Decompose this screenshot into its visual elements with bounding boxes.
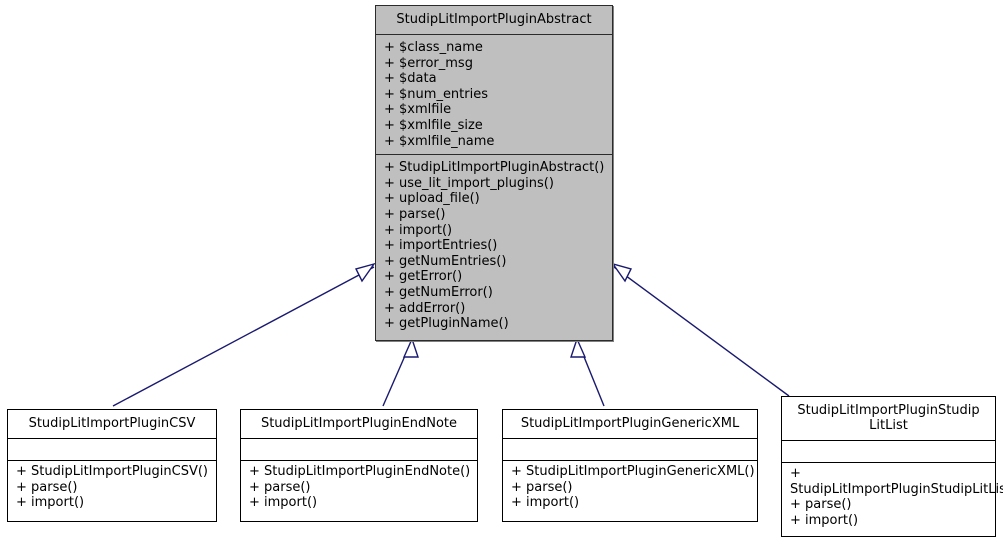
operation-item: + parse(): [384, 206, 446, 222]
operation-item: + StudipLitImportPluginGenericXML(): [511, 464, 755, 479]
inheritance-edge-studiplitlist: [611, 262, 790, 397]
operation-item: + getError(): [384, 269, 463, 285]
empty-attributes: [790, 444, 989, 458]
operation-item: + StudipLitImportPluginAbstract(): [384, 160, 605, 176]
operation-item: + use_lit_import_plugins(): [384, 175, 554, 191]
operation-item: + parse(): [16, 479, 78, 495]
operation-item: + StudipLitImportPluginEndNote(): [249, 464, 471, 479]
class-attributes-endnote: [241, 439, 477, 461]
class-attributes-abstract: + $class_name + $error_msg + $data + $nu…: [376, 35, 612, 156]
class-operations-studiplitlist: + StudipLitImportPluginStudipLitList() +…: [782, 463, 1003, 532]
inheritance-edge-csv: [112, 262, 376, 407]
class-box-genericxml[interactable]: StudipLitImportPluginGenericXML + Studip…: [502, 409, 758, 522]
attribute-item: + $xmlfile_size: [384, 117, 483, 133]
attribute-item: + $error_msg: [384, 55, 473, 71]
operation-item: + upload_file(): [384, 191, 480, 207]
operation-item: + getNumError(): [384, 284, 493, 300]
class-attributes-csv: [8, 439, 216, 461]
attribute-item: + $xmlfile_name: [384, 133, 495, 149]
class-operations-genericxml: + StudipLitImportPluginGenericXML() + pa…: [503, 461, 757, 515]
class-title-abstract: StudipLitImportPluginAbstract: [376, 6, 612, 35]
empty-attributes: [16, 442, 210, 456]
operation-item: + import(): [16, 495, 85, 511]
attribute-item: + $class_name: [384, 40, 483, 55]
operation-item: + getPluginName(): [384, 316, 509, 332]
operation-item: + StudipLitImportPluginCSV(): [16, 464, 208, 479]
operation-item: + addError(): [384, 300, 466, 316]
attribute-item: + $data: [384, 71, 437, 87]
operation-item: + parse(): [511, 479, 573, 495]
class-box-csv[interactable]: StudipLitImportPluginCSV + StudipLitImpo…: [7, 409, 217, 522]
inheritance-edge-genericxml: [570, 337, 605, 407]
class-box-studiplitlist[interactable]: StudipLitImportPluginStudip LitList + St…: [781, 396, 1003, 537]
operation-item: + import(): [790, 512, 859, 528]
class-attributes-genericxml: [503, 439, 757, 461]
operation-item: + import(): [249, 495, 318, 511]
class-operations-abstract: + StudipLitImportPluginAbstract() + use_…: [376, 155, 612, 338]
operation-item: + parse(): [249, 479, 311, 495]
operation-item: + importEntries(): [384, 238, 498, 254]
operation-item: + import(): [384, 222, 453, 238]
attribute-item: + $num_entries: [384, 86, 488, 102]
operation-item: + import(): [511, 495, 580, 511]
class-title-csv: StudipLitImportPluginCSV: [8, 410, 216, 439]
class-box-endnote[interactable]: StudipLitImportPluginEndNote + StudipLit…: [240, 409, 478, 522]
operation-item: + parse(): [790, 497, 852, 513]
operation-item: + getNumEntries(): [384, 253, 507, 269]
class-title-endnote: StudipLitImportPluginEndNote: [241, 410, 477, 439]
class-operations-endnote: + StudipLitImportPluginEndNote() + parse…: [241, 461, 477, 515]
class-attributes-studiplitlist: [782, 441, 995, 463]
class-title-genericxml: StudipLitImportPluginGenericXML: [503, 410, 757, 439]
empty-attributes: [249, 442, 471, 456]
empty-attributes: [511, 442, 751, 456]
class-operations-csv: + StudipLitImportPluginCSV() + parse() +…: [8, 461, 216, 515]
class-box-abstract[interactable]: StudipLitImportPluginAbstract + $class_n…: [375, 5, 613, 341]
inheritance-edge-endnote: [382, 337, 419, 407]
class-title-studiplitlist: StudipLitImportPluginStudip LitList: [782, 397, 995, 441]
operation-item: + StudipLitImportPluginStudipLitList(): [790, 466, 1003, 497]
attribute-item: + $xmlfile: [384, 102, 452, 118]
